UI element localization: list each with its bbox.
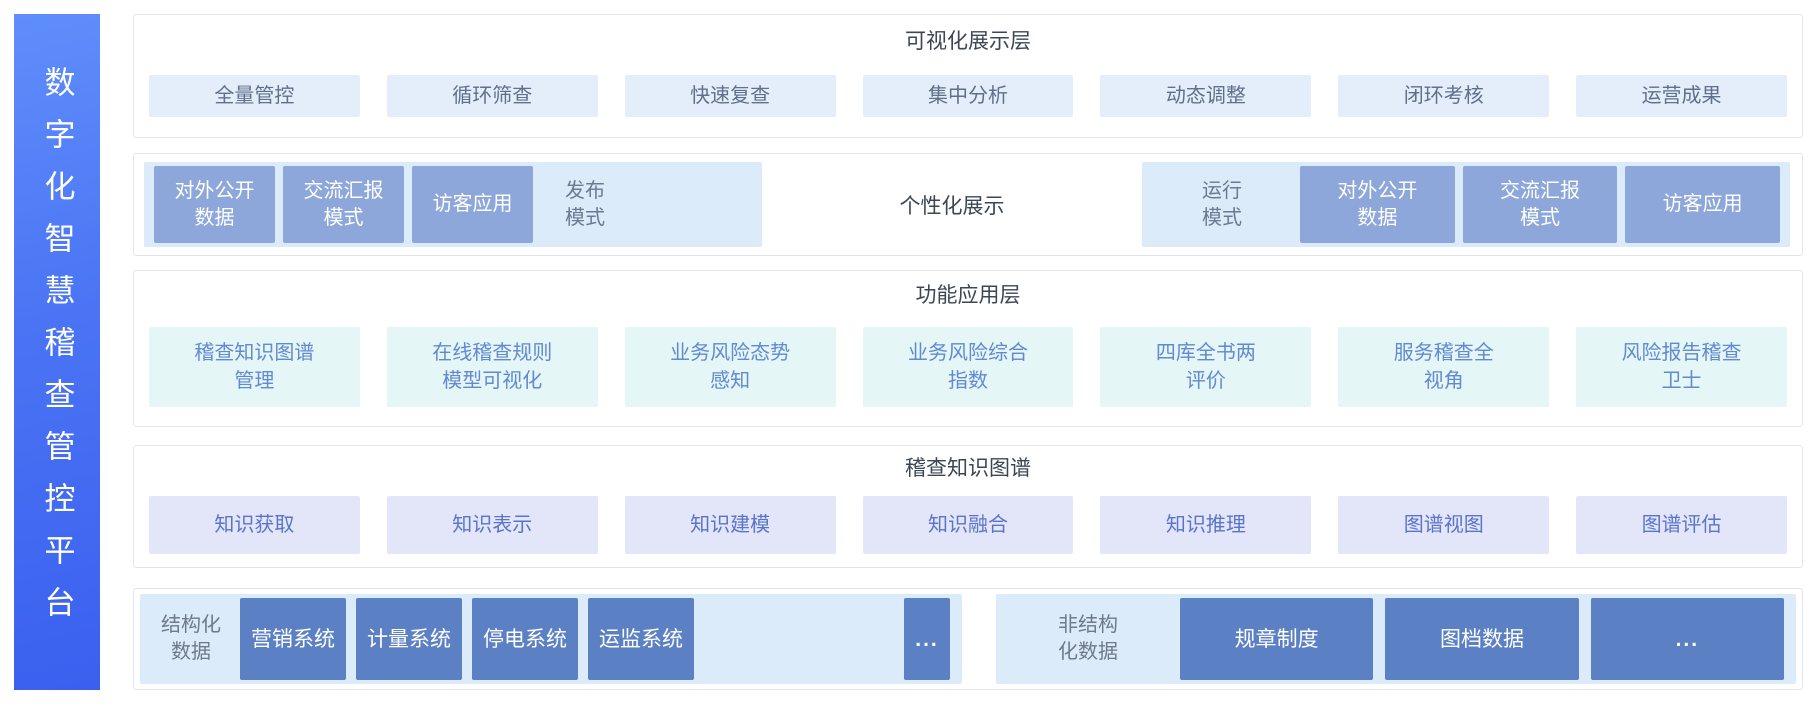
unstructured-system-box: 图档数据: [1385, 598, 1579, 680]
unstructured-system-box: 规章制度: [1180, 598, 1374, 680]
layer-knowledge-graph-title: 稽查知识图谱: [905, 457, 1031, 480]
layer-function-title: 功能应用层: [915, 284, 1021, 307]
function-item: 业务风险态势 感知: [624, 327, 836, 407]
function-item: 业务风险综合 指数: [862, 327, 1074, 407]
visualization-item: 闭环考核: [1338, 75, 1550, 117]
runtime-mode-label: 运行 模式: [1202, 179, 1242, 229]
runtime-box: 访客应用: [1625, 166, 1781, 243]
publish-box: 交流汇报 模式: [283, 166, 404, 243]
structured-system-box: 运监系统: [588, 598, 694, 680]
unstructured-data-label: 非结构 化数据: [1058, 614, 1118, 663]
visualization-item: 全量管控: [149, 75, 360, 117]
visualization-item: 运营成果: [1576, 75, 1787, 117]
platform-sidebar: 数字化智慧稽查管控平台: [14, 14, 100, 690]
structured-data-group: 结构化 数据 营销系统 计量系统 停电系统 运监系统 ...: [140, 594, 962, 684]
visualization-item: 集中分析: [862, 75, 1074, 117]
function-items: 稽查知识图谱 管理 在线稽查规则 模型可视化 业务风险态势 感知 业务风险综合 …: [149, 327, 1787, 407]
layer-function-application: 功能应用层 稽查知识图谱 管理 在线稽查规则 模型可视化 业务风险态势 感知 业…: [133, 270, 1803, 427]
knowledge-item: 图谱评估: [1576, 496, 1787, 554]
unstructured-ellipsis-box: ...: [1590, 598, 1784, 680]
publish-mode-label: 发布 模式: [565, 179, 605, 229]
visualization-item: 快速复查: [624, 75, 836, 117]
structured-system-box: 停电系统: [472, 598, 578, 680]
visualization-item: 动态调整: [1100, 75, 1312, 117]
knowledge-item: 知识表示: [386, 496, 598, 554]
knowledge-item: 知识获取: [149, 496, 360, 554]
layer-knowledge-graph: 稽查知识图谱 知识获取 知识表示 知识建模 知识融合 知识推理 图谱视图 图谱评…: [133, 445, 1803, 568]
visualization-items: 全量管控 循环筛查 快速复查 集中分析 动态调整 闭环考核 运营成果: [149, 75, 1787, 117]
publish-box: 访客应用: [412, 166, 533, 243]
runtime-mode-panel: 运行 模式 对外公开 数据 交流汇报 模式 访客应用: [1142, 162, 1790, 247]
function-item: 风险报告稽查 卫士: [1576, 327, 1787, 407]
platform-title: 数字化智慧稽查管控平台: [39, 66, 75, 638]
knowledge-item: 知识推理: [1100, 496, 1312, 554]
personalized-display-label: 个性化展示: [899, 194, 1005, 218]
structured-data-label: 结构化 数据: [161, 614, 221, 663]
knowledge-item: 知识融合: [862, 496, 1074, 554]
function-item: 四库全书两 评价: [1100, 327, 1312, 407]
structured-system-box: 计量系统: [356, 598, 462, 680]
publish-box: 对外公开 数据: [154, 166, 275, 243]
structured-ellipsis-box: ...: [904, 598, 950, 680]
knowledge-graph-items: 知识获取 知识表示 知识建模 知识融合 知识推理 图谱视图 图谱评估: [149, 496, 1787, 554]
runtime-box: 对外公开 数据: [1300, 166, 1455, 243]
structured-system-box: 营销系统: [240, 598, 346, 680]
publish-mode-panel: 对外公开 数据 交流汇报 模式 访客应用 发布 模式: [144, 162, 762, 247]
unstructured-data-group: 非结构 化数据 规章制度 图档数据 ...: [996, 594, 1796, 684]
function-item: 在线稽查规则 模型可视化: [386, 327, 598, 407]
function-item: 稽查知识图谱 管理: [149, 327, 360, 407]
knowledge-item: 知识建模: [624, 496, 836, 554]
layer-display-modes: 对外公开 数据 交流汇报 模式 访客应用 发布 模式 个性化展示 运行 模式 对…: [133, 153, 1803, 256]
layer-visualization: 可视化展示层 全量管控 循环筛查 快速复查 集中分析 动态调整 闭环考核 运营成…: [133, 14, 1803, 138]
layer-visualization-title: 可视化展示层: [905, 30, 1031, 53]
function-item: 服务稽查全 视角: [1338, 327, 1550, 407]
layer-data-sources: 结构化 数据 营销系统 计量系统 停电系统 运监系统 ... 非结构 化数据 规…: [133, 588, 1803, 690]
runtime-box: 交流汇报 模式: [1462, 166, 1618, 243]
knowledge-item: 图谱视图: [1338, 496, 1550, 554]
personalized-display-area: 个性化展示: [762, 162, 1142, 247]
visualization-item: 循环筛查: [386, 75, 598, 117]
diagram-content: 可视化展示层 全量管控 循环筛查 快速复查 集中分析 动态调整 闭环考核 运营成…: [133, 0, 1803, 710]
